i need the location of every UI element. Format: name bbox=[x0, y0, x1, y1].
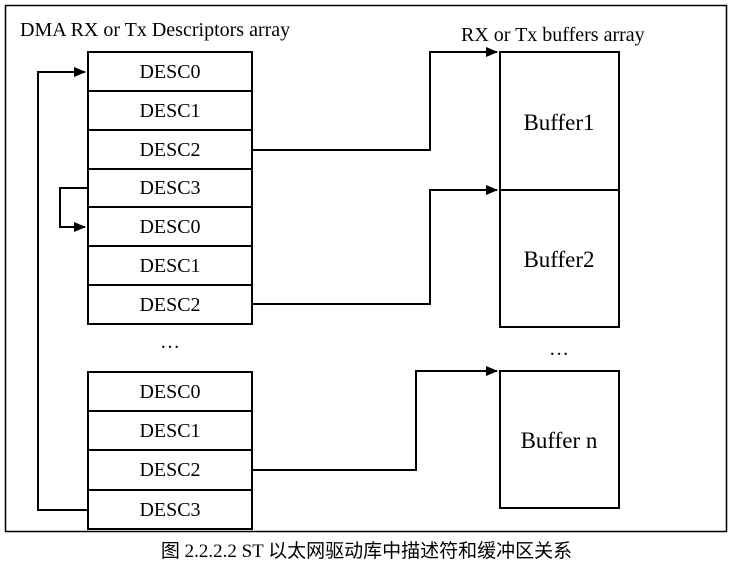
descriptor-buffer-diagram: DMA RX or Tx Descriptors array RX or Tx … bbox=[4, 4, 728, 533]
descriptor-ellipsis: … bbox=[160, 331, 180, 353]
descriptor-group-2: DESC0 DESC1 DESC2 bbox=[87, 206, 253, 325]
descriptor-label: DESC3 bbox=[139, 177, 200, 199]
buffer-block bbox=[499, 51, 620, 191]
descriptor-cell bbox=[87, 489, 253, 530]
descriptor-label: DESC0 bbox=[139, 61, 200, 83]
buffers-array: Buffer1 Buffer2 Buffer n bbox=[499, 51, 620, 509]
descriptor-label: DESC2 bbox=[139, 294, 200, 316]
ring-arrow-last-to-first bbox=[37, 67, 88, 511]
descriptor-cell bbox=[87, 410, 253, 451]
descriptors-array-title: DMA RX or Tx Descriptors array bbox=[20, 19, 290, 41]
buffer-ellipsis: … bbox=[549, 338, 569, 360]
descriptor-label: DESC1 bbox=[139, 420, 200, 442]
descriptor-label: DESC3 bbox=[139, 499, 200, 521]
descriptor-cell bbox=[87, 284, 253, 325]
descriptor-label: DESC1 bbox=[139, 100, 200, 122]
diagram-frame bbox=[4, 4, 728, 533]
pointer-arrow-desc2-to-buffer2 bbox=[252, 185, 498, 305]
pointer-arrow-desc2-to-buffer1 bbox=[252, 47, 498, 151]
descriptor-group-3: DESC0 DESC1 DESC2 DESC3 bbox=[87, 371, 253, 530]
figure-caption: 图 2.2.2.2 ST 以太网驱动库中描述符和缓冲区关系 bbox=[160, 541, 573, 562]
buffer-label: Buffer n bbox=[521, 428, 598, 453]
buffer-label: Buffer1 bbox=[523, 110, 594, 135]
descriptor-label: DESC2 bbox=[139, 139, 200, 161]
pointer-arrow-desc2-to-buffer-n bbox=[252, 366, 498, 471]
descriptor-label: DESC2 bbox=[139, 459, 200, 481]
descriptor-label: DESC0 bbox=[139, 216, 200, 238]
buffer-label: Buffer2 bbox=[523, 247, 594, 272]
buffer-block bbox=[499, 370, 620, 509]
descriptor-group-1: DESC0 DESC1 DESC2 DESC3 bbox=[87, 51, 253, 208]
chain-arrow-desc3-to-desc0 bbox=[59, 187, 88, 232]
buffers-array-title: RX or Tx buffers array bbox=[461, 24, 645, 46]
descriptor-label: DESC1 bbox=[139, 255, 200, 277]
buffer-block bbox=[499, 189, 620, 328]
descriptor-cell bbox=[87, 371, 253, 412]
descriptor-cell bbox=[87, 245, 253, 286]
descriptor-label: DESC0 bbox=[139, 381, 200, 403]
